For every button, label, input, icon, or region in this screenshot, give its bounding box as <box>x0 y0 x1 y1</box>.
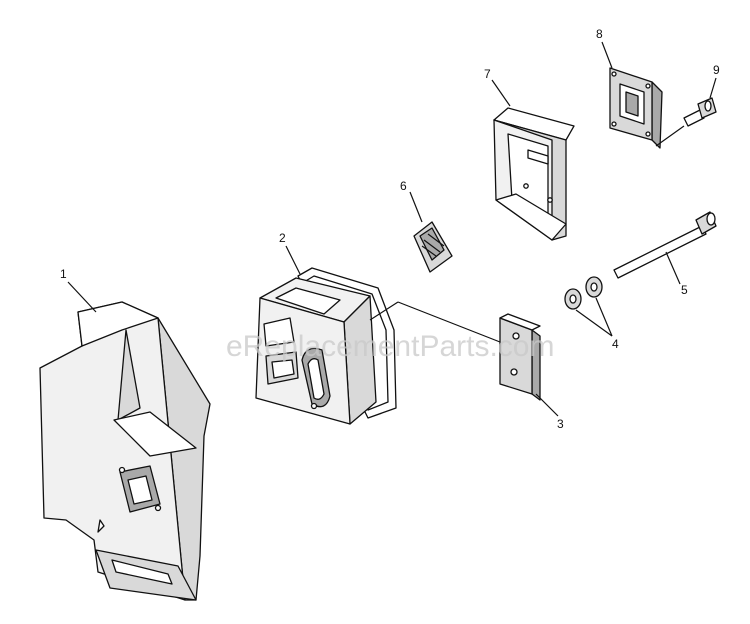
part-3-plate <box>499 313 541 401</box>
callout-8: 8 <box>596 27 603 41</box>
part-4-washers <box>564 276 603 310</box>
watermark: eReplacementParts.com <box>226 330 554 363</box>
callout-2: 2 <box>279 231 286 245</box>
part-8-gasket <box>609 67 663 149</box>
callout-6: 6 <box>400 179 407 193</box>
part-6-screen <box>413 221 453 273</box>
callout-7: 7 <box>484 67 491 81</box>
callout-9: 9 <box>713 63 720 77</box>
part-5-long-bolt <box>613 211 717 279</box>
part-9-small-bolt <box>683 97 717 127</box>
callout-3: 3 <box>557 417 564 431</box>
callouts: 1 2 3 4 5 6 7 8 9 <box>60 27 720 431</box>
callout-5: 5 <box>681 283 688 297</box>
part-7-cover <box>493 107 575 241</box>
callout-1: 1 <box>60 267 67 281</box>
leader-lines <box>67 41 717 417</box>
callout-4: 4 <box>612 337 619 351</box>
part-2-muffler <box>255 267 397 425</box>
part-1-heat-shield <box>39 301 211 601</box>
